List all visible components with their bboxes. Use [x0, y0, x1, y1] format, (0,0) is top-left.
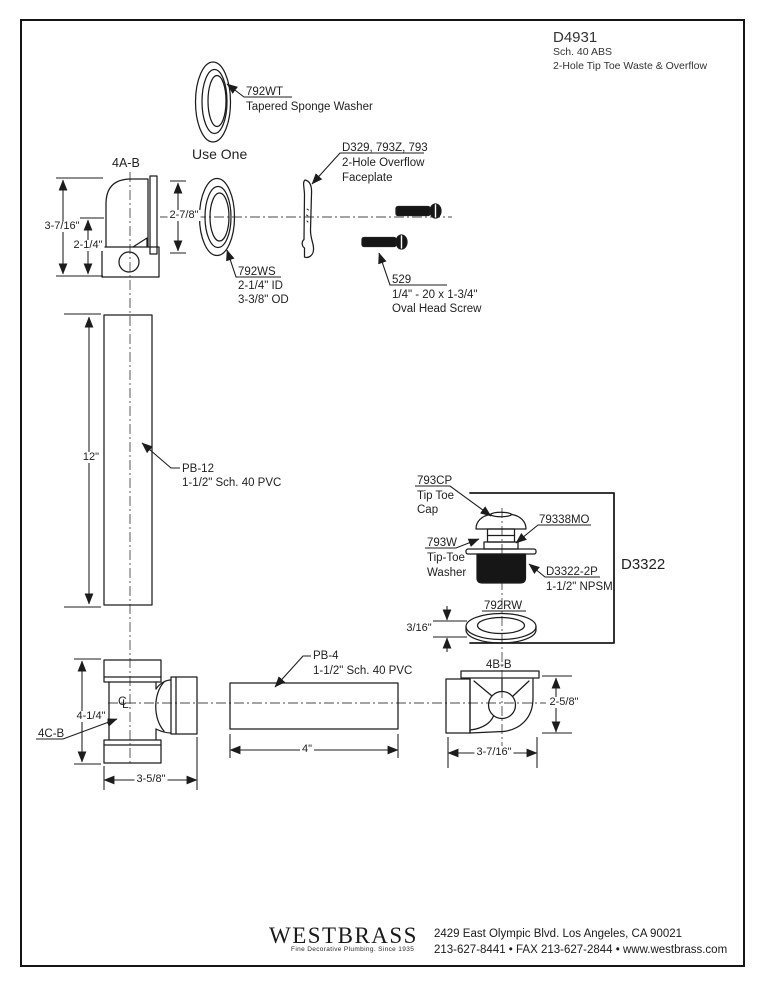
dim-pb4-length: 4" [299, 743, 315, 755]
centerlines [108, 172, 546, 766]
label-792wt-desc: Tapered Sponge Washer [246, 101, 373, 113]
screw-bottom-drawing [361, 234, 408, 250]
label-793cp-desc1: Tip Toe [417, 490, 455, 502]
label-pb4-part: PB-4 [313, 650, 339, 662]
label-screw-size: 1/4" - 20 x 1-3/4" [392, 289, 478, 301]
brand-tagline: Fine Decorative Plumbing. Since 1935 [291, 946, 415, 953]
label-elbow-4ab: 4A-B [112, 156, 140, 170]
brand-logo: WESTBRASS [269, 923, 418, 948]
dim-792rw-thickness: 3/16" [404, 622, 434, 634]
faceplate-drawing [301, 179, 315, 259]
dim-pb12-length: 12" [80, 451, 102, 463]
screw-top-drawing [395, 203, 442, 219]
label-793cp-desc2: Cap [417, 504, 439, 516]
elbow-4ab-drawing [101, 175, 160, 278]
washer-792wt-drawing [194, 61, 232, 143]
label-793w-desc1: Tip-Toe [427, 552, 465, 564]
label-d3322-2p-part: D3322-2P [546, 566, 598, 578]
washer-792rw-drawing [465, 612, 537, 644]
label-793cp-part: 793CP [417, 475, 453, 487]
label-792ws-id: 2-1/4" ID [238, 280, 283, 292]
dim-4bb-width: 3-7/16" [474, 746, 514, 758]
label-faceplate-desc2: Faceplate [342, 172, 393, 184]
label-pb12-part: PB-12 [182, 463, 214, 475]
dim-elbow-height: 3-7/16" [42, 220, 82, 232]
label-792ws-od: 3-3/8" OD [238, 294, 289, 306]
drain-assembly-drawing [465, 511, 537, 584]
label-screw-part: 529 [392, 274, 412, 286]
leader-arrows [36, 83, 600, 740]
footer-contact: 213-627-8441 • FAX 213-627-2844 • www.we… [434, 944, 728, 956]
drawing-number: D4931 [553, 29, 598, 46]
centerline-symbol: C L [118, 694, 129, 711]
label-tee-4cb: 4C-B [38, 728, 65, 740]
use-one-note: Use One [192, 146, 248, 162]
label-pb12-desc: 1-1/2" Sch. 40 PVC [182, 477, 282, 489]
dim-tee-height: 4-1/4" [74, 710, 108, 722]
label-faceplate-desc1: 2-Hole Overflow [342, 157, 425, 169]
label-792ws-part: 792WS [238, 266, 276, 278]
drawing-spec: Sch. 40 ABS [553, 46, 612, 58]
label-elbow-4bb: 4B-B [486, 659, 512, 671]
tee-4cb-drawing [103, 659, 198, 764]
pipe-pb12-drawing [103, 314, 153, 606]
footer-address: 2429 East Olympic Blvd. Los Angeles, CA … [434, 928, 683, 940]
label-793w-desc2: Washer [427, 567, 467, 579]
label-faceplate-part: D329, 793Z, 793 [342, 142, 428, 154]
dimension-lines [56, 177, 572, 790]
dim-tee-width: 3-5/8" [134, 773, 168, 785]
dim-elbow-inlet: 2-1/4" [71, 239, 105, 251]
pipe-pb4-drawing [229, 682, 399, 730]
label-d3322-2p-desc: 1-1/2" NPSM [546, 581, 613, 593]
label-screw-desc: Oval Head Screw [392, 303, 482, 315]
label-792rw-part: 792RW [484, 600, 523, 612]
label-793w-part: 793W [427, 537, 458, 549]
label-79338mo: 79338MO [539, 514, 590, 526]
d3322-bracket [469, 492, 615, 644]
dim-washer-od: 2-7/8" [167, 209, 201, 221]
label-792wt-part: 792WT [246, 86, 284, 98]
dim-4bb-height: 2-5/8" [547, 696, 581, 708]
label-pb4-desc: 1-1/2" Sch. 40 PVC [313, 665, 413, 677]
drawing-title: 2-Hole Tip Toe Waste & Overflow [553, 60, 708, 72]
page-border [20, 19, 745, 967]
elbow-4bb-drawing [445, 670, 540, 734]
label-d3322-group: D3322 [621, 556, 666, 573]
